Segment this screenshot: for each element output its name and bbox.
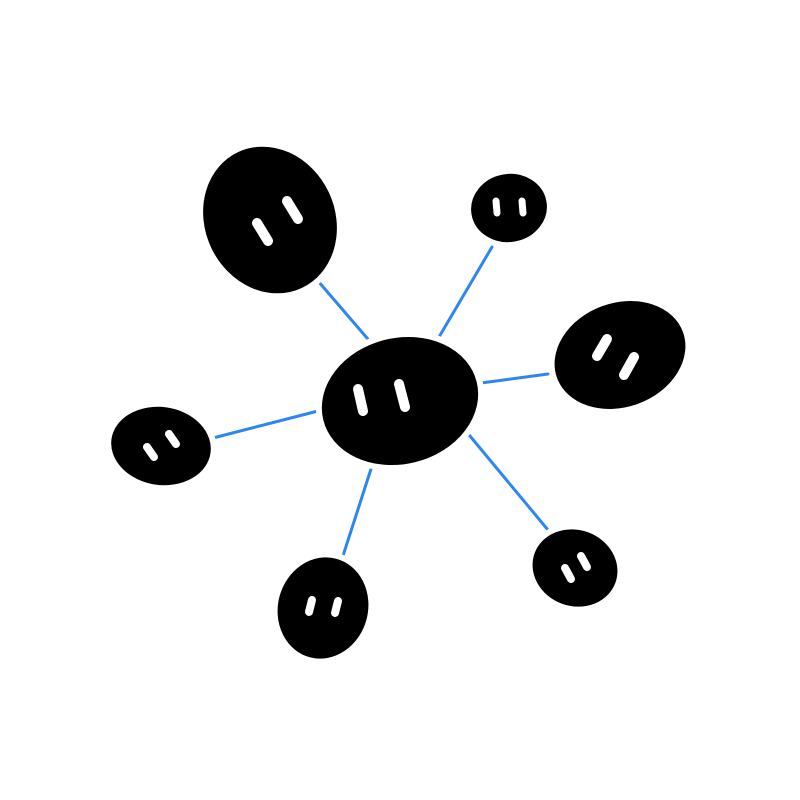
eye-right — [619, 352, 639, 380]
blob-top-right — [465, 167, 553, 249]
eye-right — [165, 430, 180, 448]
eye-right — [282, 196, 303, 224]
connectors — [211, 245, 550, 564]
connector-bottom-left — [339, 467, 373, 564]
eye-left — [492, 197, 501, 217]
blob-body — [271, 551, 375, 665]
eye-right — [577, 552, 591, 571]
connector-right — [479, 372, 550, 385]
eye-left — [561, 564, 575, 583]
blob-top-left — [197, 140, 343, 300]
blob-body — [465, 167, 553, 249]
blob-body — [105, 400, 217, 492]
blob-body — [548, 295, 692, 415]
eye-left — [305, 596, 316, 616]
connector-left — [211, 409, 320, 440]
blob-left — [105, 400, 217, 492]
eye-right — [518, 197, 527, 217]
eye-right — [331, 597, 342, 617]
blob-body — [197, 140, 343, 300]
eye-left — [143, 443, 158, 461]
eye-left — [252, 218, 273, 246]
connector-bottom-right — [463, 428, 550, 532]
blob-bottom-left — [271, 551, 375, 665]
blob-body — [526, 523, 624, 613]
eye-left — [592, 334, 612, 361]
blob-center — [315, 330, 485, 472]
blob-right — [548, 295, 692, 415]
connector-top-left — [316, 279, 375, 347]
connector-top-right — [437, 245, 494, 339]
eye-left — [353, 384, 368, 416]
eye-right — [394, 379, 410, 412]
blob-bottom-right — [526, 523, 624, 613]
